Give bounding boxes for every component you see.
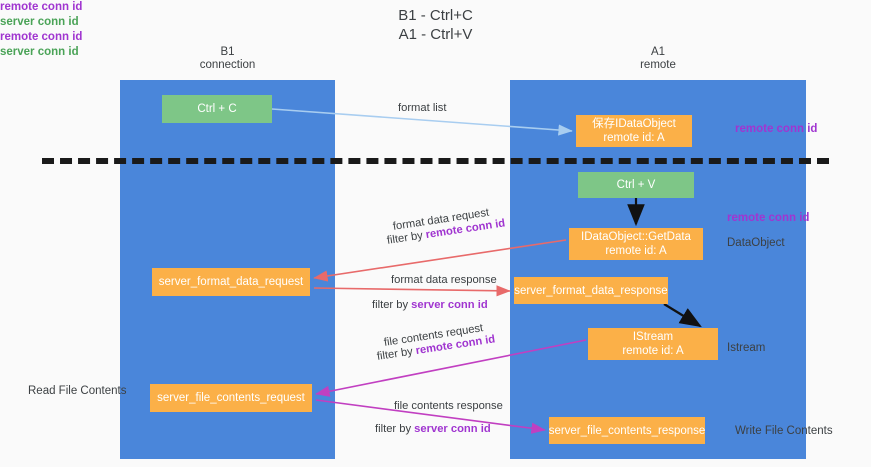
- box-ctrl-c[interactable]: Ctrl + C: [162, 95, 272, 123]
- diagram-title: B1 - Ctrl+C A1 - Ctrl+V: [0, 6, 871, 44]
- box-ctrl-c-label: Ctrl + C: [197, 103, 237, 115]
- label-file-contents-response-filter: filter by server conn id: [375, 422, 491, 436]
- annotation-left-conn-ids-mid: remote conn id server conn id: [0, 0, 871, 30]
- label-format-data-request-filter-prefix: filter by: [386, 229, 427, 247]
- annotation-left-conn-ids-bottom: remote conn id server conn id: [0, 30, 871, 60]
- box-server-format-data-request-label: server_format_data_request: [158, 276, 304, 288]
- box-server-format-data-request[interactable]: server_format_data_request: [152, 268, 310, 296]
- label-format-list: format list: [398, 102, 447, 114]
- box-istream-line1: IStream: [632, 331, 674, 343]
- annotation-left-server-conn-id-mid: server conn id: [0, 16, 79, 28]
- box-idataobject-getdata-line2: remote id: A: [605, 245, 667, 257]
- box-server-format-data-response-label: server_format_data_response: [514, 284, 668, 297]
- title-line-2: A1 - Ctrl+V: [398, 26, 473, 43]
- box-server-file-contents-request-label: server_file_contents_request: [157, 392, 305, 404]
- box-server-file-contents-response[interactable]: server_file_contents_response: [549, 417, 705, 444]
- label-format-data-response-filter: filter by server conn id: [372, 298, 488, 312]
- annotation-remote-conn-id-mid: remote conn id: [727, 212, 810, 224]
- box-ctrl-v-label: Ctrl + V: [616, 179, 656, 191]
- box-save-idataobject-line1: 保存IDataObject: [592, 118, 676, 130]
- label-file-contents-response: file contents response: [394, 400, 503, 412]
- box-idataobject-getdata-line1: IDataObject::GetData: [581, 231, 691, 243]
- annotation-read-file-contents: Read File Contents: [28, 385, 127, 397]
- label-file-contents-request-filter-prefix: filter by: [376, 345, 417, 363]
- annotation-left-server-conn-id-bottom: server conn id: [0, 46, 79, 58]
- annotation-remote-conn-id-top: remote conn id: [735, 123, 818, 135]
- annotation-left-remote-conn-id-bottom: remote conn id: [0, 31, 83, 43]
- box-server-format-data-response[interactable]: server_format_data_response: [514, 277, 668, 304]
- box-istream-line2: remote id: A: [622, 345, 684, 357]
- label-format-data-response-filter-key: server conn id: [411, 299, 488, 311]
- box-istream[interactable]: IStream remote id: A: [588, 328, 718, 360]
- lane-header-b1-name: B1: [220, 46, 235, 58]
- box-server-file-contents-response-label: server_file_contents_response: [548, 424, 706, 437]
- phase-divider: [42, 158, 829, 164]
- lane-header-b1: B1 connection: [120, 46, 335, 72]
- label-format-data-response-filter-prefix: filter by: [372, 299, 412, 311]
- label-file-contents-response-filter-key: server conn id: [414, 423, 491, 435]
- box-ctrl-v[interactable]: Ctrl + V: [578, 172, 694, 198]
- annotation-dataobject: DataObject: [727, 237, 785, 249]
- lane-header-a1-name: A1: [650, 46, 666, 58]
- label-format-data-response: format data response: [391, 274, 497, 286]
- box-save-idataobject[interactable]: 保存IDataObject remote id: A: [576, 115, 692, 147]
- annotation-istream: Istream: [727, 342, 766, 354]
- annotation-write-file-contents: Write File Contents: [735, 425, 833, 437]
- lane-header-a1-role: remote: [640, 59, 676, 71]
- arrow-format-data-response: [313, 285, 511, 297]
- box-idataobject-getdata[interactable]: IDataObject::GetData remote id: A: [569, 228, 703, 260]
- annotation-left-remote-conn-id-mid: remote conn id: [0, 1, 83, 13]
- box-server-file-contents-request[interactable]: server_file_contents_request: [150, 384, 312, 412]
- lane-header-a1: A1 remote: [510, 46, 806, 72]
- lane-header-b1-role: connection: [199, 59, 256, 71]
- box-save-idataobject-line2: remote id: A: [603, 132, 665, 144]
- title-line-1: B1 - Ctrl+C: [398, 7, 473, 24]
- label-file-contents-response-filter-prefix: filter by: [375, 423, 415, 435]
